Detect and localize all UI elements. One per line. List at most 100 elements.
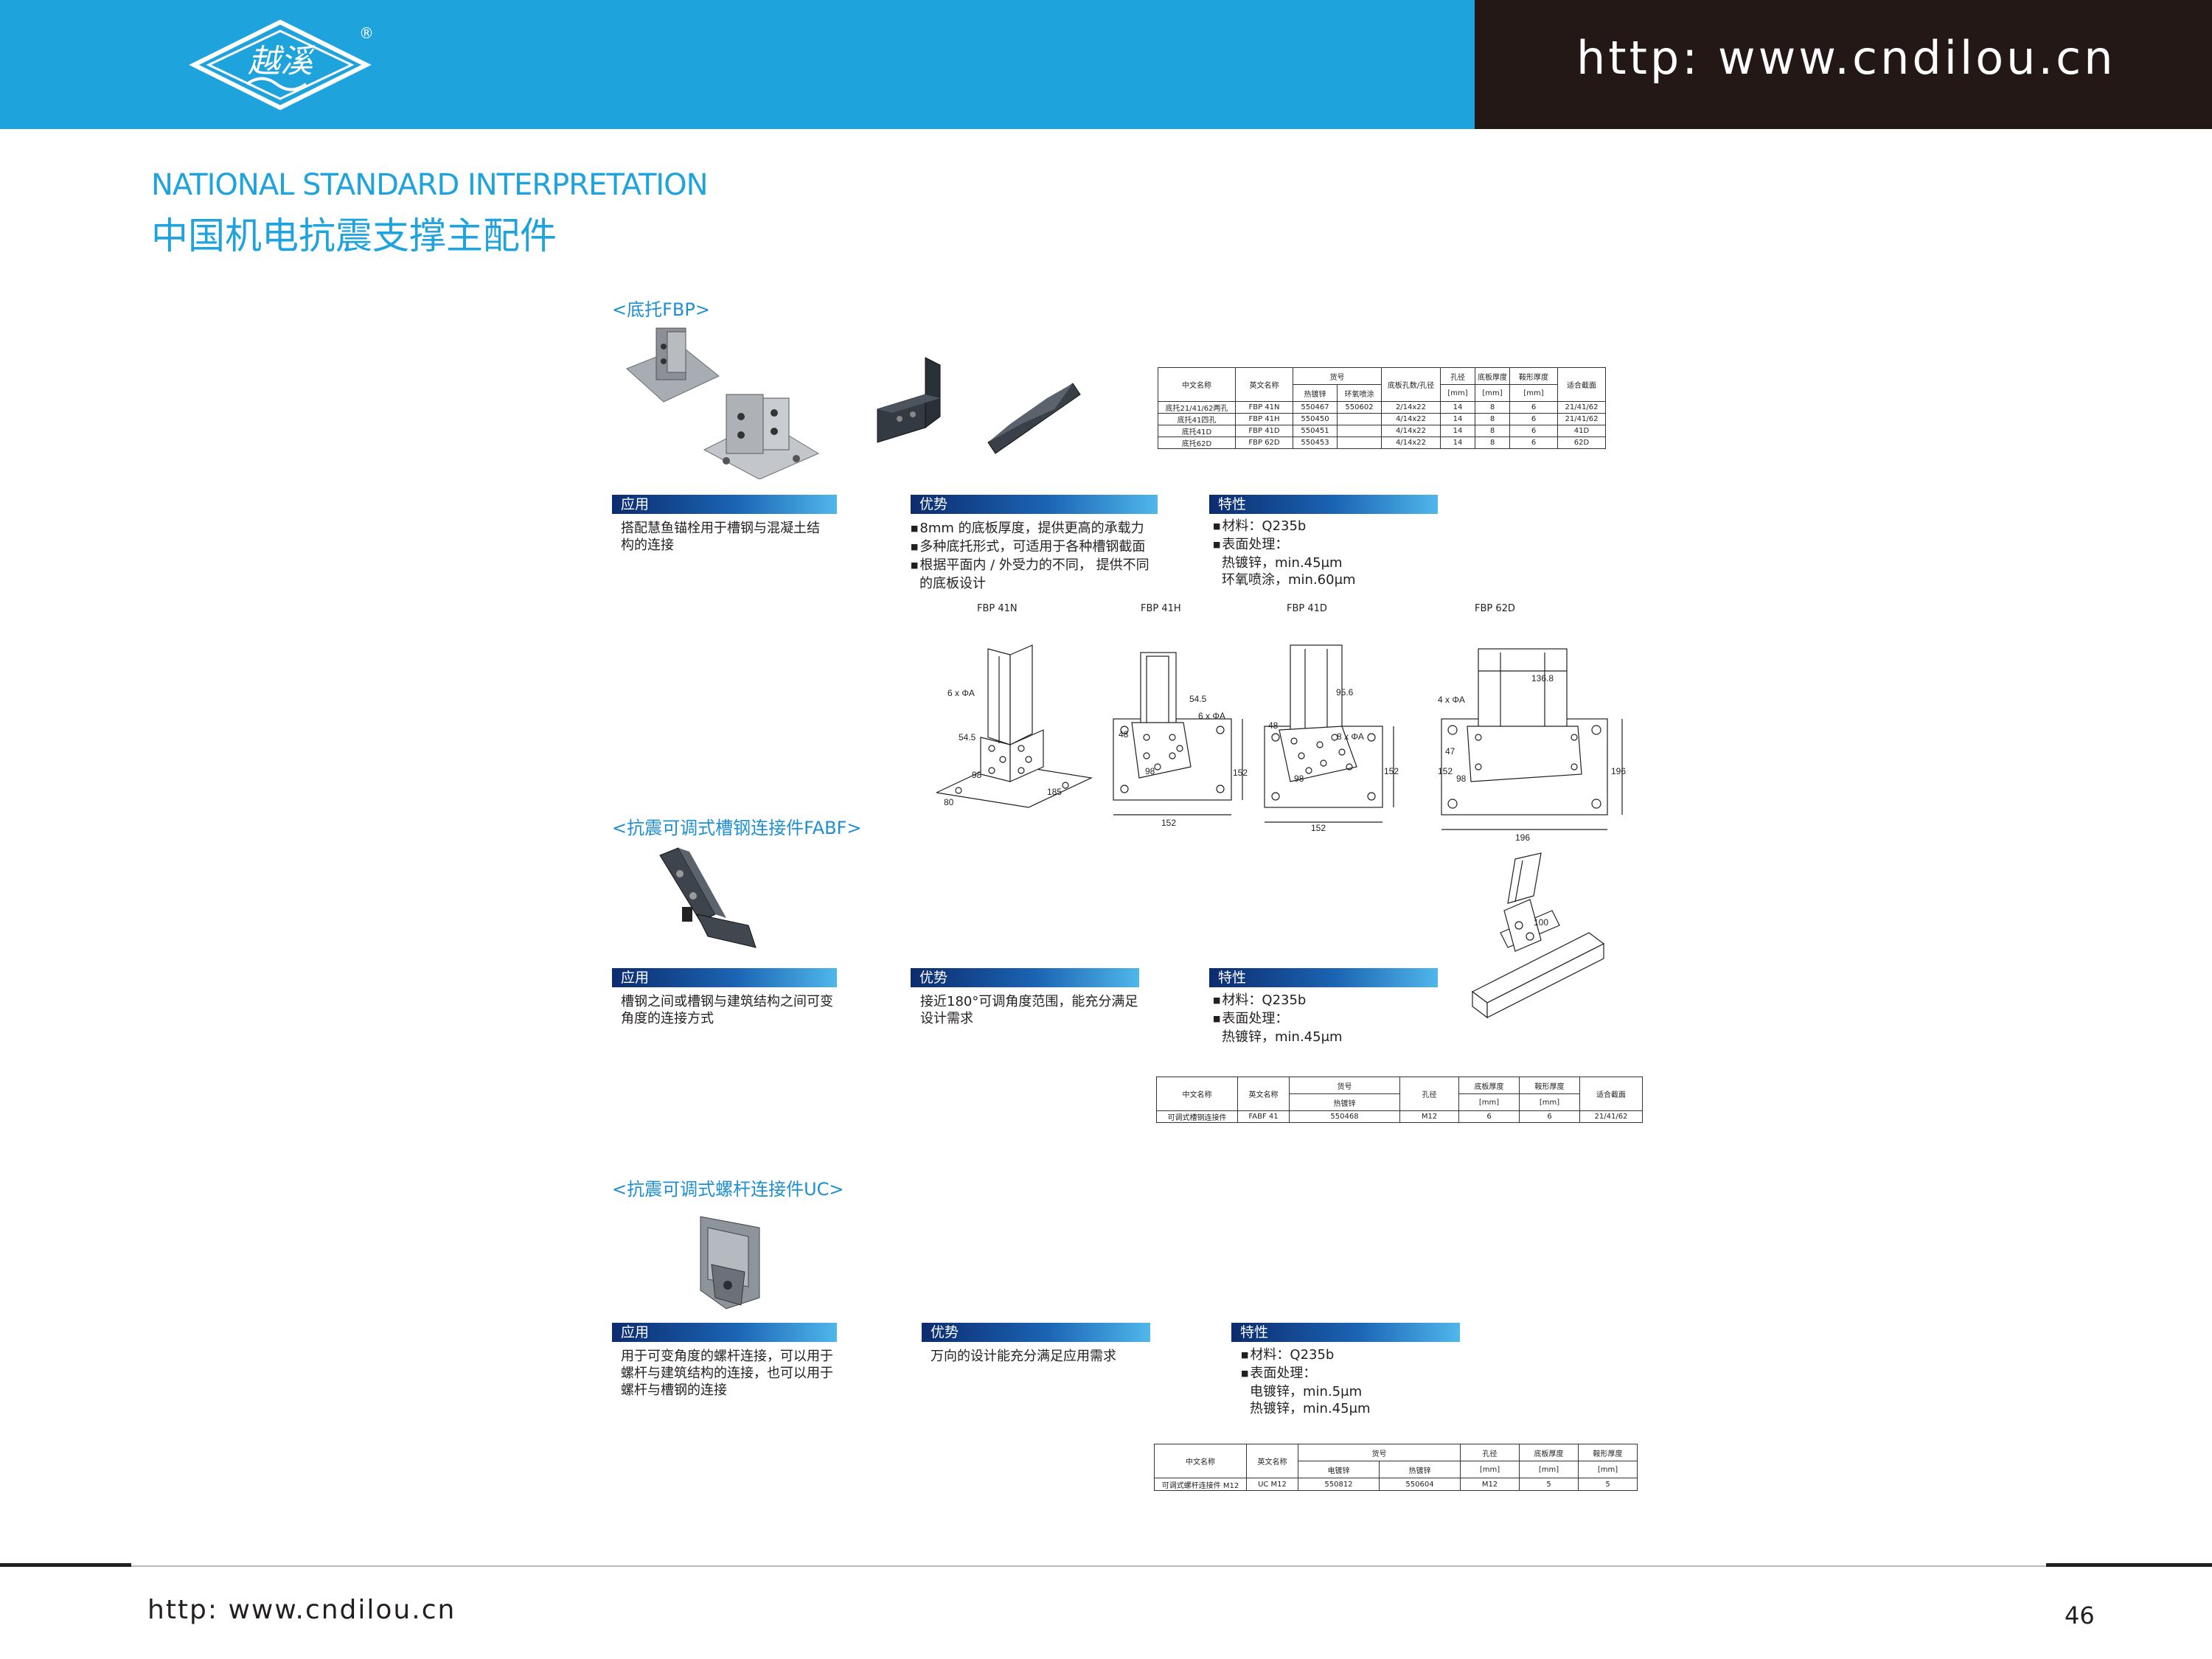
table-cell: 6 [1458, 1110, 1520, 1123]
table-cell [1337, 425, 1382, 437]
table-cell: 8 [1475, 425, 1510, 437]
table-cell [1337, 437, 1382, 449]
fbp-advantage-text: 8mm 的底板厚度，提供更高的承载力 多种底托形式，可适用于各种槽钢截面 根据平… [911, 520, 1150, 592]
table-cell: 550812 [1298, 1478, 1380, 1491]
svg-text:80: 80 [944, 797, 954, 807]
uc-feature-header: 特性 [1231, 1323, 1460, 1342]
fbp-product-photo [623, 324, 822, 479]
svg-text:95.6: 95.6 [1336, 687, 1354, 698]
table-cell: 6 [1509, 401, 1558, 414]
fbp-advantage-header: 优势 [911, 495, 1158, 514]
table-cell: [mm] [1460, 1461, 1520, 1478]
svg-text:8 x ΦA: 8 x ΦA [1337, 731, 1364, 742]
svg-text:152: 152 [1384, 766, 1399, 776]
fbp-angle-photo [870, 354, 1091, 465]
header-url[interactable]: http: www.cndilou.cn [1576, 31, 2116, 85]
table-cell: [mm] [1519, 1461, 1579, 1478]
drawing-label-fbp62d: FBP 62D [1475, 603, 1515, 614]
svg-text:185: 185 [1047, 787, 1062, 797]
table-cell: FBP 41H [1235, 413, 1293, 425]
drawing-fbp41n: 6 x ΦA 54.5 98 80 185 [936, 634, 1113, 815]
col-en-name: 英文名称 [1235, 367, 1293, 402]
table-cell: 底托41四孔 [1158, 413, 1236, 425]
col-cn-name: 中文名称 [1158, 367, 1236, 402]
svg-text:152: 152 [1311, 823, 1326, 833]
svg-text:54.5: 54.5 [1189, 694, 1207, 704]
table-cell: 21/41/62 [1557, 401, 1606, 414]
fbp-feature-header: 特性 [1209, 495, 1438, 514]
table-cell: 底托62D [1158, 437, 1236, 449]
table-header-row: 热镀锌 [mm] [mm] [1157, 1093, 1643, 1111]
table-cell: 5 [1519, 1478, 1579, 1491]
svg-text:48: 48 [1268, 720, 1279, 731]
svg-text:98: 98 [1456, 773, 1467, 784]
table-cell: 货号 [1298, 1444, 1461, 1461]
drawing-fbp62d: 136.8 4 x ΦA 47 98 152 196 196 [1434, 634, 1641, 844]
table-cell: M12 [1460, 1478, 1520, 1491]
footer-url[interactable]: http: www.cndilou.cn [147, 1595, 456, 1625]
table-cell: 英文名称 [1237, 1077, 1290, 1111]
table-cell: FBP 41N [1235, 401, 1293, 414]
table-cell: 可调式螺杆连接件 M12 [1154, 1478, 1247, 1491]
table-cell: 550451 [1293, 425, 1338, 437]
table-cell: 550604 [1379, 1478, 1461, 1491]
uc-feature-text: 材料：Q235b 表面处理： 电镀锌，min.5μm 热镀锌，min.45μm [1241, 1346, 1371, 1417]
table-cell: 孔径 [1399, 1077, 1459, 1111]
page-title-en: NATIONAL STANDARD INTERPRETATION [151, 168, 709, 202]
table-cell: 中文名称 [1154, 1444, 1247, 1478]
table-cell: 8 [1475, 413, 1510, 425]
svg-text:48: 48 [1119, 729, 1129, 740]
table-cell [1337, 413, 1382, 425]
fabf-product-photo [656, 844, 759, 955]
fabf-advantage-text: 接近180°可调角度范围，能充分满足设计需求 [920, 994, 1138, 1026]
table-cell: 4/14x22 [1381, 437, 1441, 449]
table-cell: [mm] [1458, 1093, 1520, 1111]
table-cell: 鞍形厚度 [1578, 1444, 1638, 1461]
uc-product-photo [697, 1213, 763, 1312]
table-cell: 4/14x22 [1381, 413, 1441, 425]
col-saddle-thk: 鞍形厚度 [1509, 367, 1558, 385]
fabf-assembly-drawing: 100 [1471, 852, 1611, 1021]
table-cell: 550450 [1293, 413, 1338, 425]
svg-text:98: 98 [1294, 773, 1304, 784]
col-section: 适合截面 [1557, 367, 1606, 402]
table-cell: 2/14x22 [1381, 401, 1441, 414]
svg-text:152: 152 [1161, 818, 1176, 828]
uc-application-header: 应用 [612, 1323, 837, 1342]
fbp-section-title: <底托FBP> [612, 299, 710, 320]
col-hdg: 热镀锌 [1293, 384, 1338, 402]
table-header-row: 中文名称 英文名称 货号 孔径 底板厚度 鞍形厚度 适合截面 [1156, 1077, 1643, 1111]
table-cell: 中文名称 [1156, 1077, 1238, 1111]
company-logo: 越溪 ® [188, 16, 374, 112]
table-cell: 英文名称 [1246, 1444, 1298, 1478]
uc-application-text: 用于可变角度的螺杆连接，可以用于螺杆与建筑结构的连接，也可以用于螺杆与槽钢的连接 [621, 1349, 833, 1398]
fabf-application-header: 应用 [612, 968, 837, 987]
drawing-fbp41h: 54.5 6 x ΦA 48 98 152 152 [1110, 638, 1257, 830]
table-cell: 6 [1509, 413, 1558, 425]
table-cell: 41D [1557, 425, 1606, 437]
footer-accent-right [2046, 1563, 2212, 1567]
table-cell: 适合截面 [1579, 1077, 1643, 1111]
table-cell: 底板厚度 [1519, 1444, 1579, 1461]
col-epoxy: 环氧喷涂 [1337, 384, 1382, 402]
table-cell: 4/14x22 [1381, 425, 1441, 437]
table-cell: M12 [1399, 1110, 1459, 1123]
uc-spec-table: 中文名称 英文名称 货号 孔径 底板厚度 鞍形厚度 电镀锌 热镀锌 [mm] [… [1154, 1444, 1638, 1491]
table-cell: 底板厚度 [1458, 1077, 1520, 1094]
uc-advantage-text: 万向的设计能充分满足应用需求 [931, 1349, 1116, 1364]
drawing-label-fbp41h: FBP 41H [1141, 603, 1181, 614]
svg-text:196: 196 [1515, 832, 1530, 843]
drawing-label-fbp41n: FBP 41N [977, 603, 1018, 614]
table-header-row: 中文名称 英文名称 货号 底板孔数/孔径 孔径 底板厚度 鞍形厚度 适合截面 [1158, 367, 1606, 402]
logo-text: 越溪 [248, 43, 316, 80]
footer-accent-left [0, 1563, 131, 1567]
table-cell: [mm] [1519, 1093, 1580, 1111]
table-cell: 底托41D [1158, 425, 1236, 437]
table-cell: 550453 [1293, 437, 1338, 449]
table-cell: 货号 [1289, 1077, 1400, 1094]
col-item-no: 货号 [1293, 367, 1382, 385]
svg-text:100: 100 [1534, 917, 1548, 928]
